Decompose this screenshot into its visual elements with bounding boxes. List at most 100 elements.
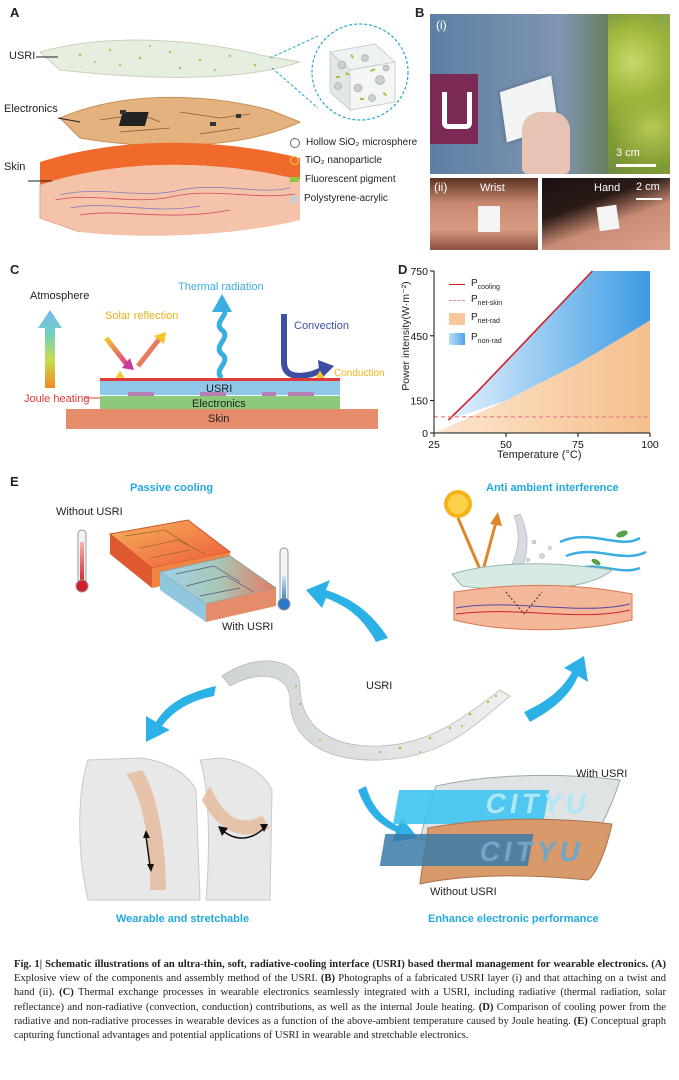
legend-row-polystyrene: Polystyrene-acrylic: [290, 193, 388, 204]
yellow-ring-icon: [290, 156, 299, 165]
thermometer-cold-icon: [277, 547, 291, 611]
solar-reflection-label: Solar reflection: [105, 310, 179, 322]
zoom-cube: [328, 43, 397, 112]
legend-row-sio2: Hollow SiO₂ microsphere: [290, 137, 417, 148]
usri-ribbon: [221, 660, 511, 761]
blue-arrows: [146, 580, 588, 842]
conduction-label: Conduction: [334, 368, 385, 379]
caption-title: Schematic illustrations of an ultra-thin…: [45, 959, 649, 970]
panel-c-letter: C: [10, 262, 20, 277]
caption-c-text: Thermal exchange processes in wearable e…: [14, 987, 666, 1013]
y-tick-label: 450: [410, 331, 428, 343]
caption-d-text: Comparison of cooling power from the rad…: [14, 1001, 666, 1027]
layer-label-skin: Skin: [4, 161, 26, 173]
caption-b-text: Photographs of a fabricated USRI layer (…: [14, 973, 666, 999]
scale-bar-i: [616, 164, 656, 167]
panel-d-letter: D: [398, 262, 408, 277]
gray-square-icon: [290, 194, 298, 203]
atmosphere-label: Atmosphere: [30, 290, 90, 302]
usri-film: [38, 39, 301, 78]
chip-with-usri: [158, 555, 278, 622]
x-tick-label: 50: [500, 439, 512, 451]
usri-label-ribbon: USRI: [366, 680, 393, 692]
panel-b-letter: B: [415, 5, 425, 20]
wearable-title: Wearable and stretchable: [116, 913, 250, 925]
usri-label-c: USRI: [206, 383, 233, 395]
device-without-usri: [379, 818, 613, 885]
scale-text-i: 3 cm: [616, 147, 640, 159]
y-tick-label: 0: [422, 428, 428, 440]
usri-patch-hand: [596, 204, 620, 232]
electronics-label-c: Electronics: [192, 398, 246, 410]
device-anti: [453, 584, 633, 631]
skin-label-c: Skin: [208, 413, 230, 425]
arrow-to-anti: [524, 656, 588, 722]
legend-text: Hollow SiO₂ microsphere: [306, 137, 418, 148]
legend-text: Fluorescent pigment: [305, 174, 396, 185]
sun-icon: [444, 490, 472, 518]
photo-hand: Hand 2 cm: [542, 178, 670, 250]
skin-block-body: [40, 164, 300, 236]
layer-label-electronics: Electronics: [4, 103, 58, 115]
y-tick-label: 750: [410, 266, 428, 278]
caption-e-text: Conceptual graph capturing functional ad…: [14, 1015, 666, 1042]
legend-label: Pnet-rad: [471, 312, 500, 325]
thermal-wave-arrow: [216, 305, 228, 380]
panel-c-diagram: [38, 294, 378, 429]
hand: [522, 112, 570, 174]
sub-label-i: (i): [436, 18, 447, 32]
x-tick-label: 75: [572, 439, 584, 451]
bend-arrow: [221, 827, 265, 839]
legend-swatch-orange-icon: [449, 312, 465, 325]
legend-p-net-skin: Pnet-skin: [449, 294, 502, 307]
anti-ambient-title: Anti ambient interference: [486, 482, 619, 494]
legend-p-non-rad: Pnon-rad: [449, 332, 502, 345]
convection-label: Convection: [294, 320, 350, 332]
stretch-arrow-vertical: [145, 835, 151, 867]
thermometer-hot-icon: [75, 529, 89, 593]
scale-bar-ii: [636, 198, 662, 200]
caption-a-label: (A): [648, 959, 666, 970]
panel-a-letter: A: [10, 5, 20, 20]
wrist-label: Wrist: [480, 182, 505, 194]
scale-text-ii: 2 cm: [636, 181, 660, 193]
sign-letter-icon: [442, 92, 472, 129]
joule-heating-label: Joule heating: [24, 393, 90, 405]
legend-p-net-rad: Pnet-rad: [449, 312, 500, 325]
photo-wrist: (ii) Wrist: [430, 178, 538, 250]
series-cooling-line: [447, 270, 593, 421]
skin-layer-c: [66, 409, 378, 429]
solar-arrows: [104, 332, 166, 370]
chart-x-label: Temperature (°C): [497, 449, 582, 461]
water-splash-icon: [509, 513, 552, 569]
chart-y-label: Power intensity(W·m⁻²): [400, 281, 412, 391]
legend-line-red-icon: [449, 284, 465, 285]
electronics-layer-c: [100, 396, 340, 409]
series-non-rad-area: [448, 271, 650, 421]
usri-layer: [100, 381, 340, 395]
y-tick-label: 150: [410, 396, 428, 408]
hollow-circle-icon: [290, 137, 300, 148]
legend-label: Pnon-rad: [471, 332, 502, 345]
legend-line-dashed-icon: [449, 300, 465, 301]
panel-e-illustration: [75, 490, 647, 901]
skin-block-top: [40, 142, 300, 185]
with-usri-label-top: With USRI: [222, 621, 274, 633]
arm-figure-straight: [79, 757, 201, 901]
x-tick-label: 25: [428, 439, 440, 451]
legend-row-tio2: TiO₂ nanoparticle: [290, 155, 382, 166]
legend-label: Pcooling: [471, 278, 500, 291]
legend-text: TiO₂ nanoparticle: [305, 155, 382, 166]
leaves: [608, 14, 670, 174]
caption-c-label: (C): [54, 987, 74, 999]
sub-label-ii: (ii): [434, 180, 448, 194]
without-usri-label-top: Without USRI: [56, 506, 123, 518]
green-pigment-icon: [289, 177, 300, 182]
arm-figure-bent: [199, 757, 273, 901]
legend-label: Pnet-skin: [471, 294, 503, 307]
cityu-text-top: CITYU: [483, 788, 593, 819]
chip: [118, 112, 149, 126]
series-net-rad-area: [434, 320, 650, 433]
panel-a-illustration: [28, 23, 409, 236]
